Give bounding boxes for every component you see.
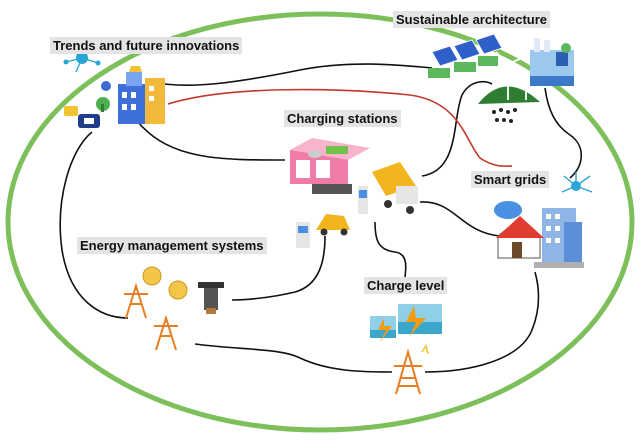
batteries-icon <box>370 304 442 342</box>
connector-car-energy <box>231 235 326 301</box>
connector-trends-smart-red <box>167 88 513 167</box>
boundary-ellipse <box>5 11 635 433</box>
connector-sustainable-smart <box>544 87 583 179</box>
label-trends: Trends and future innovations <box>50 37 243 54</box>
connector-tower-smart <box>424 271 540 373</box>
connector-trends-sustainable <box>151 63 433 86</box>
label-sustainable-architecture: Sustainable architecture <box>393 11 550 28</box>
city-innovation-icon <box>63 41 165 128</box>
connector-trends-charging <box>137 121 286 161</box>
electric-car-icon <box>296 214 350 248</box>
connector-charging-sustainable <box>421 80 493 177</box>
connector-charging-chargelevel <box>374 221 407 279</box>
power-towers-icon <box>124 266 224 351</box>
label-charging-stations: Charging stations <box>284 110 401 127</box>
connector-trends-energy <box>59 131 129 319</box>
connector-energy-tower <box>194 343 393 373</box>
solar-wind-plant-icon <box>428 33 574 123</box>
label-smart-grids: Smart grids <box>471 171 550 188</box>
connector-truck-smart <box>419 201 501 237</box>
label-energy-management: Energy management systems <box>77 237 267 254</box>
delivery-truck-icon <box>372 162 418 214</box>
transmission-tower-icon <box>394 344 429 395</box>
smart-home-building-icon <box>494 172 593 268</box>
label-charge-level: Charge level <box>364 277 448 294</box>
connector-lines <box>59 63 583 373</box>
charging-station-icon <box>290 138 370 214</box>
